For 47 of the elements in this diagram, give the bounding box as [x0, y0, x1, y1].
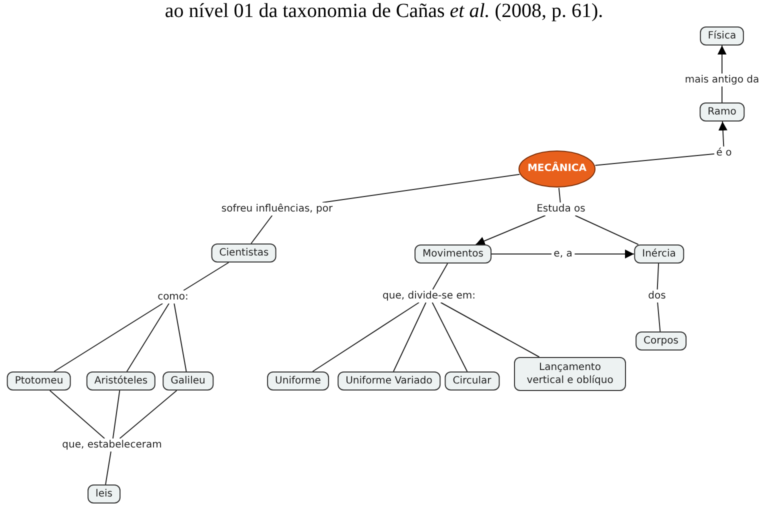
connector-line — [657, 302, 661, 332]
concept-box: leis — [88, 484, 120, 504]
linking-phrase: que, estabeleceram — [60, 438, 164, 452]
concept-box: Uniforme — [267, 372, 329, 390]
connector-line — [250, 215, 273, 244]
connector-line — [432, 263, 448, 290]
arrow — [475, 215, 546, 246]
connector-line — [392, 302, 426, 372]
concept-box: Ptotomeu — [6, 372, 72, 390]
arrow — [718, 121, 728, 147]
concept-box: Inércia — [634, 244, 684, 264]
connector-line — [656, 263, 660, 290]
connector-line — [432, 302, 468, 372]
linking-phrase: e, a — [552, 248, 574, 260]
connector-line — [126, 303, 170, 372]
connector-line — [119, 390, 178, 439]
linking-phrase: que, divide-se em: — [380, 290, 478, 302]
connector-line — [440, 302, 540, 358]
concept-box: Movimentos — [414, 244, 492, 264]
concept-box: Lançamento vertical e oblíquo — [514, 357, 626, 391]
connector-line — [49, 390, 106, 439]
arrow — [574, 250, 634, 258]
connector-line — [322, 174, 520, 203]
connector-line — [174, 303, 187, 372]
arrow — [718, 45, 726, 74]
concept-box: Aristóteles — [86, 372, 156, 390]
connector-line — [312, 302, 420, 372]
linking-phrase: mais antigo da — [682, 74, 762, 86]
caption-text: ao nível 01 da taxonomia de Cañas et al. (2008, p. 61). — [164, 0, 604, 22]
connector-line — [54, 303, 164, 372]
connector-line — [574, 215, 639, 245]
main-concept-ellipse: MECÂNICA — [518, 150, 596, 188]
concept-box: Circular — [444, 372, 500, 390]
linking-phrase: sofreu influências, por — [219, 202, 335, 216]
connector-line — [558, 187, 561, 203]
connector-line — [112, 390, 120, 439]
connector-line — [183, 262, 230, 291]
concept-box: Ramo — [700, 102, 744, 122]
connector-line — [594, 153, 715, 166]
concept-box: Uniforme Variado — [338, 372, 440, 390]
linking-phrase: Estuda os — [534, 202, 588, 216]
connector-line — [105, 451, 112, 485]
concept-box: Galileu — [162, 372, 214, 390]
concept-box: Física — [700, 26, 744, 46]
linking-phrase: como: — [156, 290, 190, 304]
concept-box: Cientistas — [211, 244, 277, 262]
concept-box: Corpos — [636, 332, 686, 350]
